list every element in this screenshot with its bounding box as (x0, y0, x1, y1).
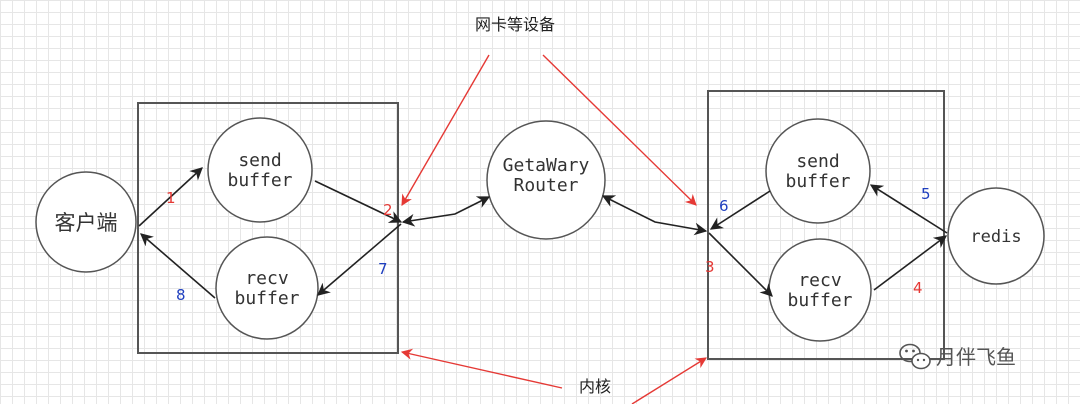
right-recv-label-1: recv (798, 270, 841, 291)
red-arrow-kernel-right (631, 357, 707, 404)
arrow-redis-to-send-right (869, 184, 948, 234)
red-arrow-kernel-left (400, 348, 563, 389)
arrow-nic-to-recv-right (708, 232, 773, 297)
red-arrow-nic-left (401, 54, 490, 206)
arrow-recv-to-redis (873, 235, 948, 291)
left-send-label-1: send (238, 150, 281, 171)
redis-label: redis (970, 227, 1021, 247)
kernel-annotation: 内核 (579, 377, 611, 396)
watermark-text: 月伴飞鱼 (936, 345, 1016, 369)
left-recv-label-1: recv (245, 268, 288, 289)
left-kernel-box (137, 102, 399, 354)
right-send-label-2: buffer (785, 171, 850, 192)
arrow-client-to-send (138, 167, 203, 227)
step-1: 1 (166, 189, 176, 207)
right-kernel-box (707, 90, 945, 360)
step-8: 8 (176, 286, 186, 304)
client-label: 客户端 (55, 211, 118, 235)
right-send-buffer-node (765, 118, 871, 224)
gateway-router-node (486, 120, 606, 240)
step-5: 5 (921, 185, 931, 203)
arrow-send-to-nic-left (314, 180, 403, 223)
step-6: 6 (719, 197, 729, 215)
arrow-nic-to-recv-left (317, 223, 402, 296)
arrow-recv-to-client (140, 233, 216, 299)
redis-node (947, 187, 1045, 285)
right-recv-label-2: buffer (787, 290, 852, 311)
left-send-buffer-node (207, 117, 313, 223)
arrow-nic-left-gateway (401, 196, 491, 227)
wechat-icon (899, 343, 931, 370)
left-recv-label-2: buffer (234, 288, 299, 309)
arrow-gateway-nic-right (601, 195, 708, 236)
step-3: 3 (705, 258, 715, 276)
step-7: 7 (378, 260, 388, 278)
gateway-label-1: GetaWary (503, 155, 590, 176)
gateway-label-2: Router (513, 175, 578, 196)
step-4: 4 (913, 279, 923, 297)
step-2: 2 (383, 201, 393, 219)
nic-devices-annotation: 网卡等设备 (475, 15, 555, 34)
client-node (35, 171, 137, 273)
right-send-label-1: send (796, 151, 839, 172)
left-send-label-2: buffer (227, 170, 292, 191)
red-arrow-nic-right (542, 54, 697, 206)
arrow-send-to-nic-right (709, 190, 771, 230)
